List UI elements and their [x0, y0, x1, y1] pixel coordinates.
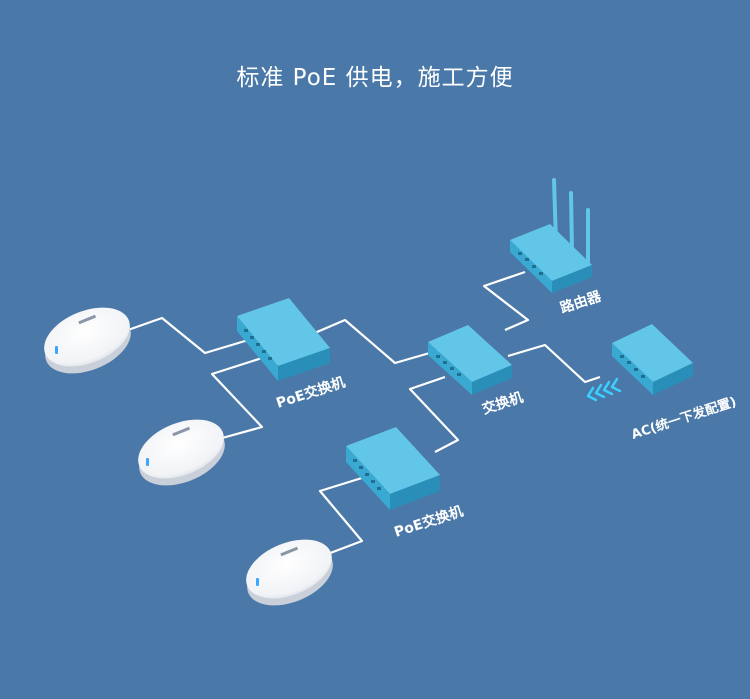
- cable-switch-ac: [507, 343, 601, 384]
- poe-switch-top-label: PoE交换机: [274, 374, 347, 412]
- access-point-3: [246, 539, 333, 606]
- cable-ap1-poe1: [127, 316, 256, 355]
- poe-switch-bottom: [346, 427, 440, 510]
- poe-switch-bottom-label: PoE交换机: [392, 503, 465, 541]
- page-title: 标准 PoE 供电，施工方便: [236, 65, 514, 91]
- switch-label: 交换机: [480, 389, 525, 418]
- access-point-1: [44, 307, 131, 374]
- cable-switch-poe2: [408, 375, 460, 453]
- cables: [127, 270, 601, 557]
- router-label: 路由器: [558, 287, 604, 316]
- poe-switch-top: [237, 298, 330, 381]
- cable-poe1-switch: [309, 318, 441, 365]
- access-point-2: [138, 419, 225, 486]
- router: [510, 178, 592, 293]
- cable-ap2-poe1: [210, 356, 264, 442]
- signal-icon: [586, 377, 622, 402]
- cable-poe2-ap3: [318, 475, 366, 557]
- core-switch: [428, 325, 512, 395]
- ac-controller: [612, 324, 693, 395]
- cable-switch-router: [482, 270, 530, 332]
- ac-label: AC(统一下发配置): [629, 394, 738, 443]
